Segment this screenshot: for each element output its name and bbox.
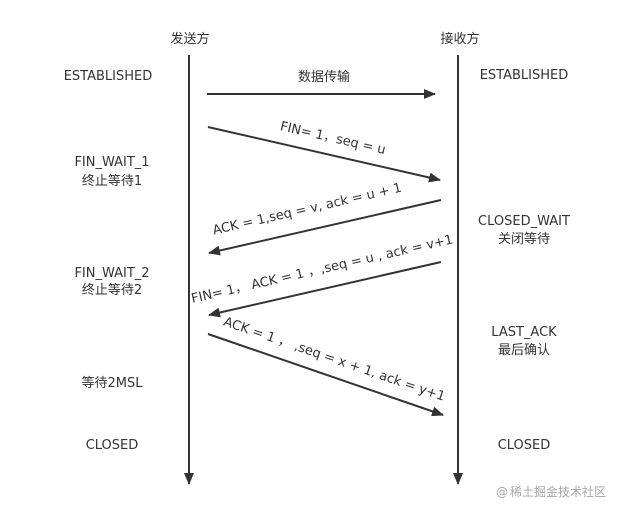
receiver-state-closed-wait-cn: 关闭等待: [498, 231, 550, 247]
participant-sender: 发送方: [170, 31, 209, 47]
sender-state-fin-wait-2-cn: 终止等待2: [82, 282, 142, 298]
sender-state-established: ESTABLISHED: [64, 69, 153, 84]
receiver-state-closed-wait: CLOSED_WAIT: [478, 214, 570, 229]
sender-state-fin-wait-2: FIN_WAIT_2: [74, 266, 149, 281]
receiver-state-last-ack-cn: 最后确认: [498, 343, 550, 358]
receiver-state-last-ack: LAST_ACK: [491, 325, 557, 340]
sender-state-fin-wait-1: FIN_WAIT_1: [74, 155, 149, 170]
receiver-state-established: ESTABLISHED: [480, 68, 569, 83]
message-final-ack-label: ACK = 1 ， ,seq = x + 1, ack = y+1: [221, 315, 446, 405]
at-sign-icon: @: [496, 485, 508, 499]
message-final-ack-arrow: [207, 333, 444, 417]
message-data-transfer-label: 数据传输: [298, 69, 350, 85]
message-fin-arrow: [207, 126, 441, 183]
watermark: @ 稀土掘金技术社区: [496, 484, 606, 499]
sender-state-fin-wait-1-cn: 终止等待1: [82, 173, 142, 189]
sender-state-closed: CLOSED: [86, 438, 139, 453]
message-ack-arrow: [208, 199, 442, 256]
message-fin-ack-arrow: [208, 261, 442, 318]
message-fin-ack-label: FIN= 1， ACK = 1 ，,seq = u , ack = v+1: [190, 232, 454, 306]
message-fin-label: FIN= 1，seq = u: [279, 119, 387, 158]
watermark-text: 稀土掘金技术社区: [510, 484, 606, 499]
receiver-state-closed: CLOSED: [498, 438, 551, 453]
participant-receiver: 接收方: [440, 31, 479, 47]
sender-state-wait-2msl: 等待2MSL: [82, 375, 144, 391]
